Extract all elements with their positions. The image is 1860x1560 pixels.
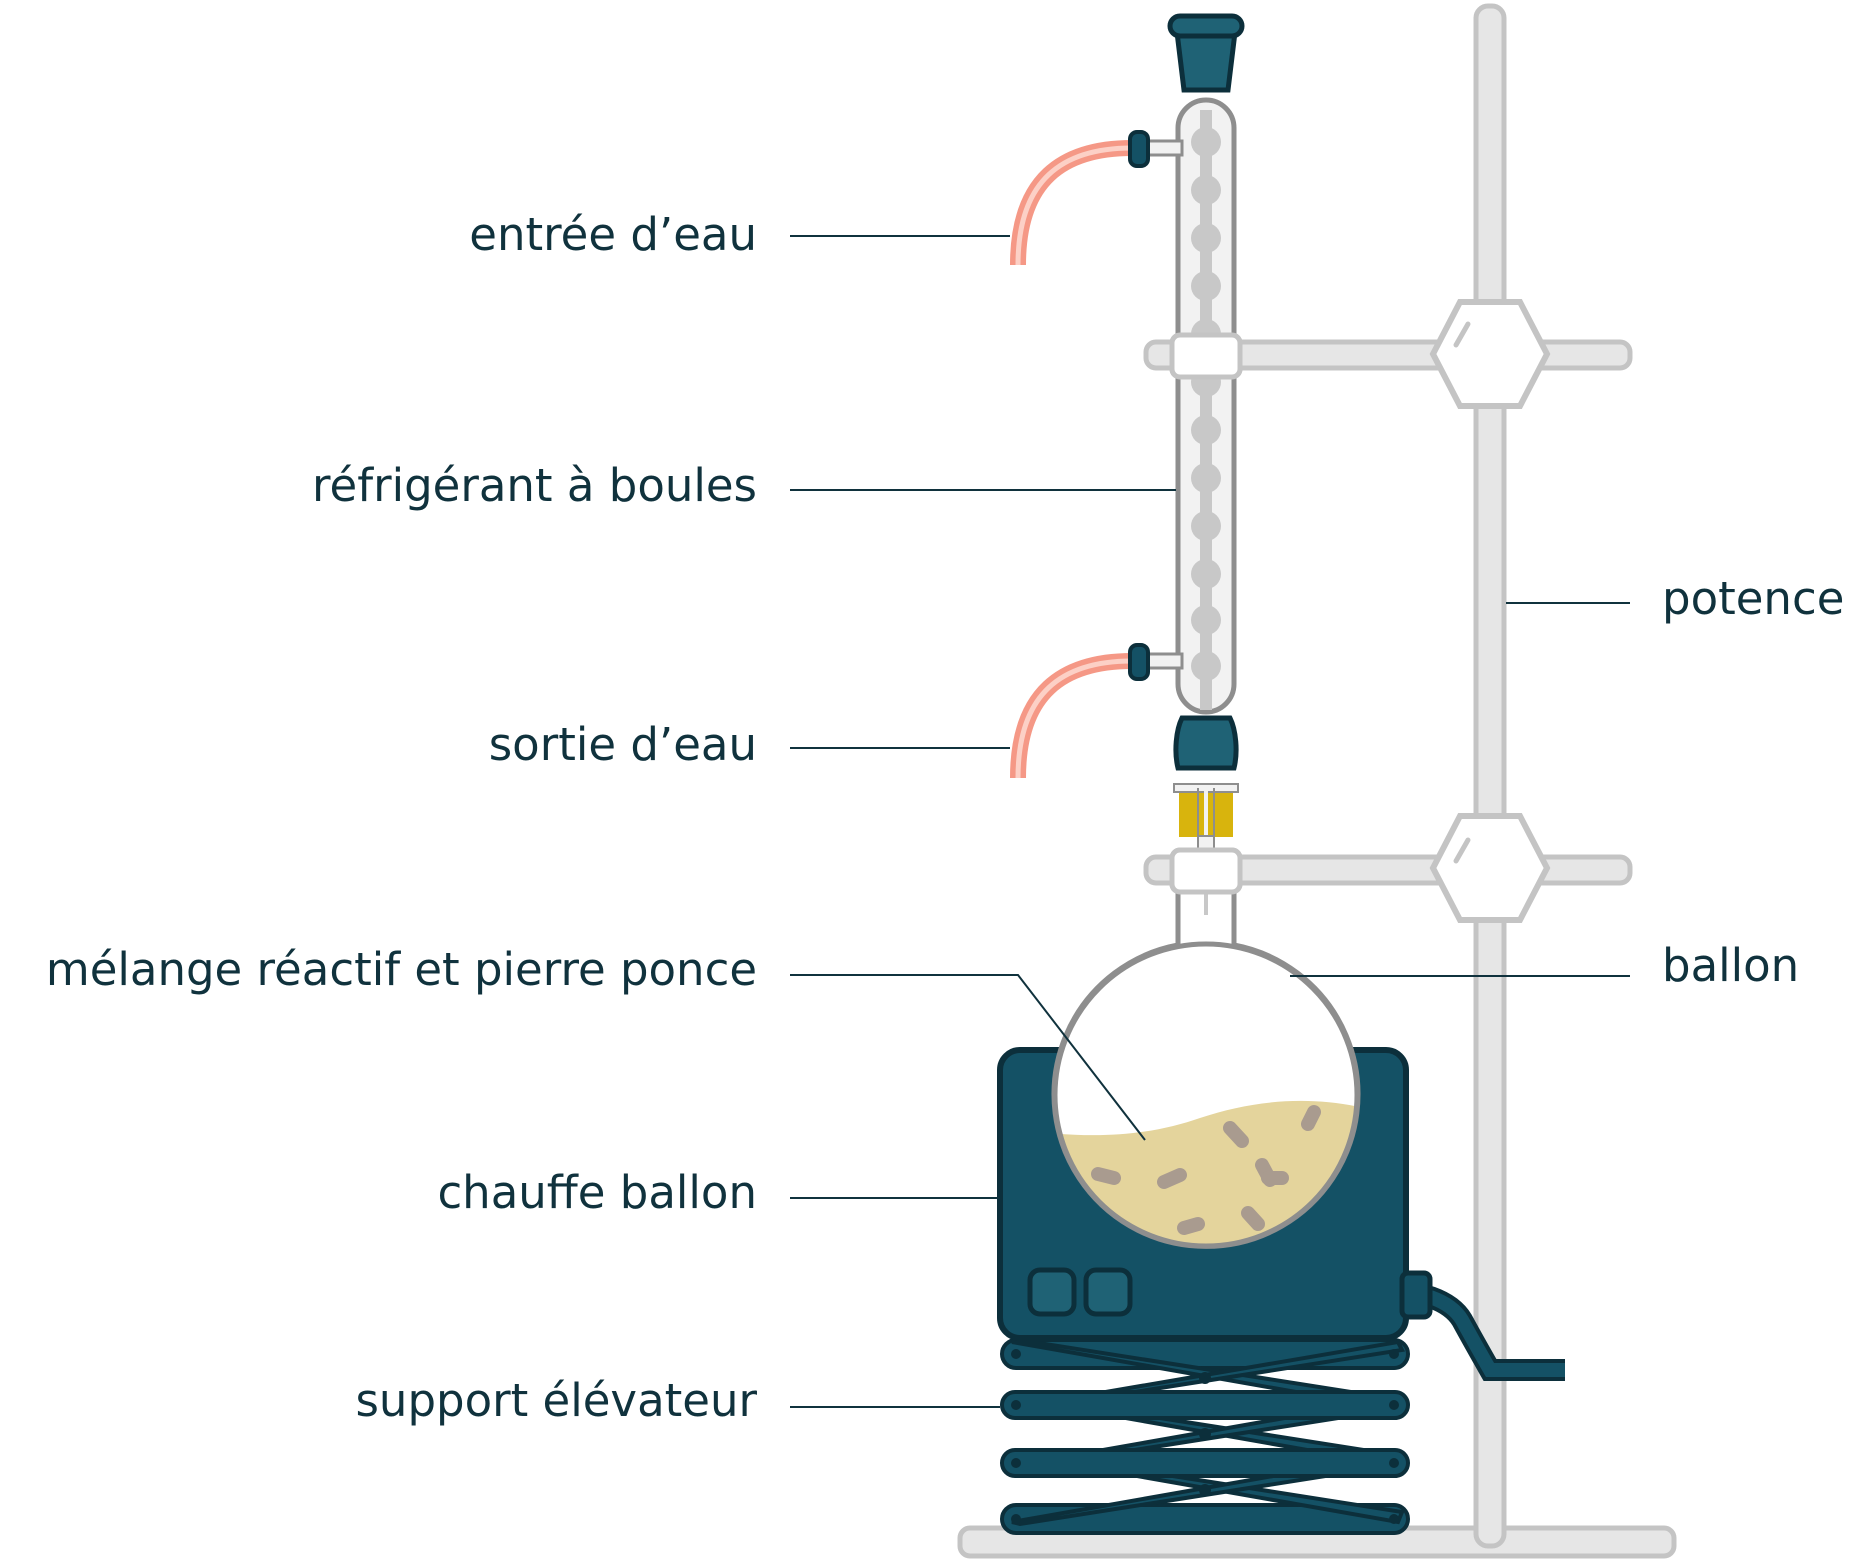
water-inlet-hose [1010, 140, 1133, 266]
bulb-condenser [1128, 97, 1237, 715]
upper-clamp [1143, 299, 1633, 409]
water-outlet-hose [1010, 653, 1133, 779]
label-ballon: ballon [1662, 939, 1800, 992]
label-chauffe-ballon: chauffe ballon [437, 1166, 757, 1219]
label-support: support élévateur [355, 1374, 757, 1427]
leader-melange [790, 974, 1146, 1141]
label-refrigerant: réfrigérant à boules [312, 459, 757, 512]
lower-clamp-jaw [1169, 847, 1243, 895]
label-sortie-eau: sortie d’eau [488, 718, 757, 771]
label-melange: mélange réactif et pierre ponce [45, 943, 757, 996]
label-potence: potence [1662, 572, 1845, 625]
stand-rod [1473, 3, 1507, 1549]
upper-clamp-jaw [1169, 332, 1243, 380]
top-stopper [1167, 13, 1245, 93]
condenser-bottom-stopper [1173, 715, 1239, 771]
round-flask [1051, 887, 1361, 1249]
lab-jack [1000, 1337, 1410, 1535]
label-entree-eau: entrée d’eau [469, 208, 757, 261]
